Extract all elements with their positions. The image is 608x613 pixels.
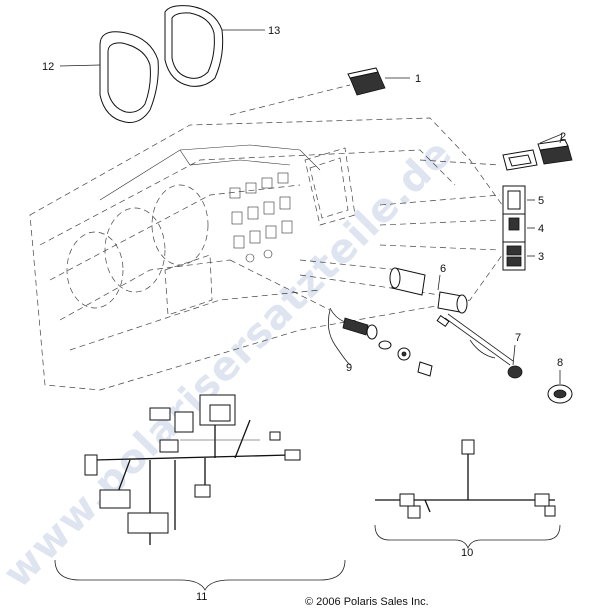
part-13-cupholder-trim — [164, 5, 224, 87]
part-2-bezels — [502, 139, 573, 171]
part-12-cupholder-trim — [99, 31, 159, 123]
callout-13: 13 — [268, 25, 280, 37]
callout-6: 6 — [440, 263, 446, 275]
part-9-assembly — [329, 307, 433, 377]
callout-3: 3 — [538, 251, 544, 263]
callout-5: 5 — [538, 195, 544, 207]
part-3-switch — [502, 241, 526, 271]
callout-8: 8 — [557, 357, 563, 369]
part-4-switch — [502, 213, 526, 243]
part-7-cable — [436, 313, 523, 379]
callout-11: 11 — [196, 591, 207, 603]
callout-labels: 1 2 3 4 5 6 7 8 9 10 11 12 13 — [42, 25, 566, 603]
callout-9: 9 — [346, 362, 352, 374]
brace-9 — [327, 309, 351, 366]
dashboard-illustration — [29, 84, 521, 391]
leader-lines — [59, 29, 563, 384]
brace-10 — [374, 524, 561, 550]
copyright-text: © 2006 Polaris Sales Inc. — [305, 596, 429, 608]
part-6-power-outlet — [389, 267, 468, 314]
watermark: www.polarisersatzteile.de — [0, 130, 461, 597]
part-11-wire-harness — [84, 394, 301, 545]
callout-2: 2 — [560, 131, 566, 143]
callout-4: 4 — [538, 223, 544, 235]
part-8-grommet — [547, 384, 573, 404]
part-5-switch — [502, 185, 526, 215]
callout-1: 1 — [415, 73, 421, 85]
callout-12: 12 — [42, 61, 54, 73]
brace-11 — [54, 559, 346, 591]
callout-7: 7 — [515, 332, 521, 344]
svg-text:www.polarisersatzteile.de: www.polarisersatzteile.de — [0, 130, 461, 597]
callout-10: 10 — [461, 547, 473, 559]
part-10-wire-harness — [375, 439, 556, 519]
part-1-connector — [347, 67, 386, 96]
